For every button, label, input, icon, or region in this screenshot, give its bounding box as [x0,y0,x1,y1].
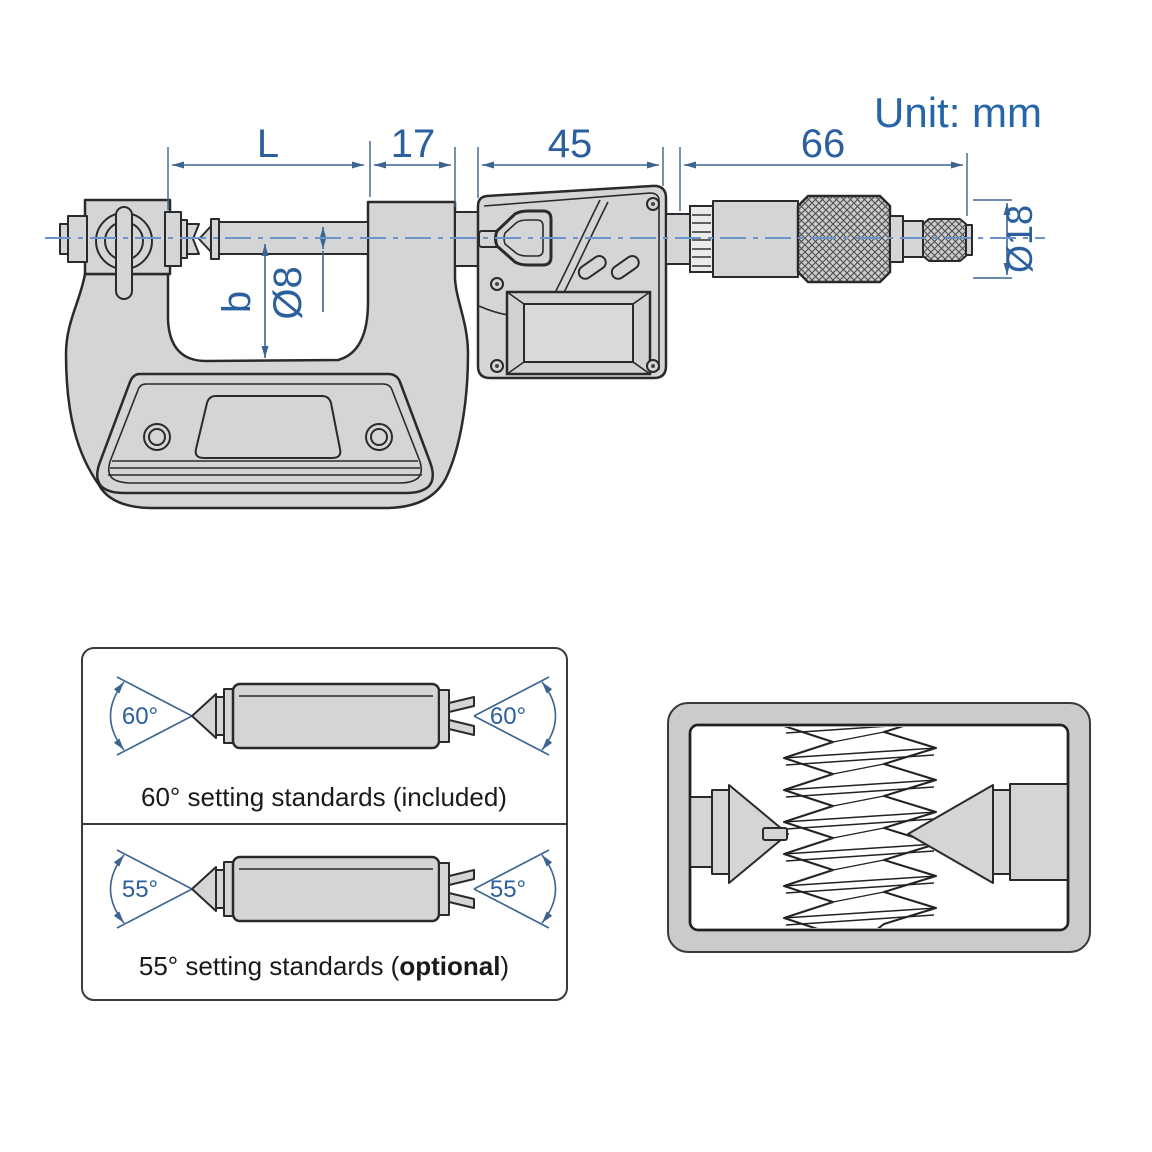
housing-screws [490,197,660,373]
angle-arc-left [109,681,125,751]
left-measuring-pin [762,827,788,841]
angle-lines-left [116,849,193,929]
right-cone-tip [907,784,994,884]
dim-label-b: b [215,291,259,313]
spindle-lock-inner [503,219,544,257]
digital-display-unit [476,184,668,380]
thread-root-lines [832,731,885,903]
angle-label-left-60: 60° [122,703,158,730]
button-1 [577,255,607,280]
thread-measurement-detail-panel [667,702,1091,953]
angle-label-left-55: 55° [122,876,158,903]
grip-ridge-lines [108,460,422,476]
standard-60-drawing: 60° 60° 60° setting standards (included) [109,676,557,812]
angle-lines-right [473,676,550,756]
standard-fork-bottom [448,892,475,909]
dim-label-45: 45 [548,122,593,166]
mode-buttons [577,255,640,280]
dim-label-d8: Ø8 [266,266,310,319]
grip-plate [96,372,434,495]
dim-label-17: 17 [391,122,436,166]
thread-screw [783,727,937,928]
standard-fork-top [448,869,475,886]
standard-body [231,855,441,923]
standard-step-1 [215,696,225,736]
grip-plate-inner [107,383,423,484]
angle-lines-right [473,849,550,929]
spindle-lock-outer [494,209,553,267]
anvil-clamp-lever [115,206,133,300]
measuring-tips [689,783,1069,884]
angle-label-right-55: 55° [490,876,526,903]
left-tip-base [689,796,713,868]
ratchet-stop-knurled [922,218,967,262]
standard-right-collar [438,862,450,916]
vernier-ticks [692,214,711,267]
standard-right-collar [438,689,450,743]
grip-hole-right-inner [370,428,388,446]
left-tip-collar [711,789,730,875]
display-window-inner [523,303,634,363]
display-bevel-lines [506,291,651,375]
unit-label: Unit: mm [874,89,1042,136]
standard-fork-bottom [448,719,475,736]
grip-hole-left-inner [148,428,166,446]
caption-55: 55° setting standards (optional) [139,951,509,981]
angle-arc-right [541,681,557,751]
standard-step-2 [223,688,234,744]
dim-label-66: 66 [801,122,846,166]
angle-label-right-60: 60° [490,703,526,730]
standard-55-drawing: 55° 55° 55° setting standards (optional) [109,849,557,981]
detail-panel-inner-stroke [688,723,1070,932]
angle-arc-right [541,854,557,924]
right-tip-base [1009,783,1069,881]
setting-standards-panels: 60° 60° 60° setting standards (included)… [81,647,568,1001]
caption-60: 60° setting standards (included) [141,782,507,812]
thread-crest-lines [783,727,937,926]
ratchet-end-cap [965,224,973,256]
standard-step-2 [223,861,234,917]
right-tip-collar [992,789,1011,875]
angle-arc-left [109,854,125,924]
dim-label-L: L [257,122,279,166]
standard-body [231,682,441,750]
barrel-assembly [665,194,973,284]
grip-center-pad [194,395,342,459]
display-window [505,290,652,376]
button-2 [610,255,640,280]
standard-fork-top [448,696,475,713]
left-cone-tip [728,784,789,884]
standard-step-1 [215,869,225,909]
display-body-inner-contour [483,192,660,370]
extension-lines [167,141,1012,279]
thread-micrometer-drawing: L 17 45 66 Ø8 b Ø18 Unit: mm [45,89,1045,510]
angle-lines-left [116,676,193,756]
